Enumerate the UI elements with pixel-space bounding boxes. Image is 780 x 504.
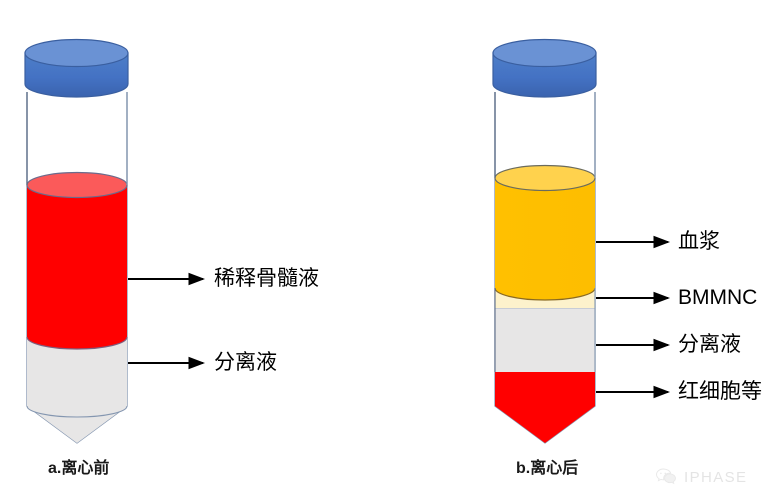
watermark-text: IPHASE	[684, 468, 748, 486]
surface-diluted-marrow-left	[26, 171, 128, 199]
layer-separation-medium-left	[27, 337, 127, 443]
surface-plasma-right	[494, 164, 596, 192]
label-red-cells: 红细胞等	[678, 380, 762, 403]
caption-after-centrifugation: b.离心后	[516, 460, 579, 477]
tube-cap-right-top	[492, 38, 597, 68]
layer-separation-medium-right	[495, 308, 595, 372]
watermark: IPHASE	[655, 467, 747, 487]
label-bmmnc: BMMNC	[678, 286, 758, 309]
boundary-marrow-separation-left	[26, 336, 128, 350]
label-diluted-marrow: 稀释骨髓液	[214, 267, 319, 290]
wechat-icon	[656, 468, 676, 485]
label-plasma: 血浆	[678, 230, 720, 253]
layer-diluted-marrow-left	[27, 185, 127, 349]
boundary-plasma-bmmnc-right	[494, 287, 596, 301]
layer-red-cells-right	[495, 372, 595, 443]
label-separation-fluid-right: 分离液	[678, 333, 741, 356]
tube-cap-left-top	[24, 38, 129, 68]
tube-after-centrifugation	[492, 38, 671, 444]
tube-before-centrifugation	[24, 38, 206, 444]
layer-separation-medium-left-base	[26, 405, 128, 418]
caption-before-centrifugation: a.离心前	[48, 460, 110, 477]
label-separation-fluid-left: 分离液	[214, 351, 277, 374]
layer-plasma-right	[495, 178, 595, 300]
